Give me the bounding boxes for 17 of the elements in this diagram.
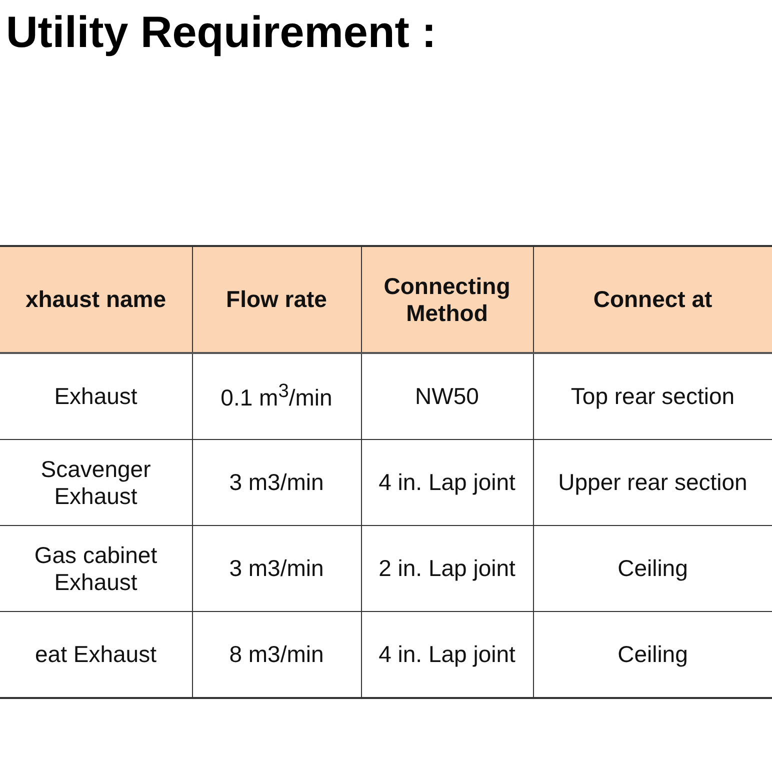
column-header: Flow rate	[192, 246, 361, 353]
column-header: Connecting Method	[361, 246, 533, 353]
table-cell: Scavenger Exhaust	[0, 440, 192, 526]
table-cell: 3 m3/min	[192, 440, 361, 526]
title: Utility Requirement :	[6, 8, 436, 58]
table-cell: 3 m3/min	[192, 526, 361, 612]
table-cell: 8 m3/min	[192, 612, 361, 698]
table-cell: NW50	[361, 353, 533, 440]
table-cell: eat Exhaust	[0, 612, 192, 698]
table-cell: 2 in. Lap joint	[361, 526, 533, 612]
column-header: xhaust name	[0, 246, 192, 353]
table-cell: 4 in. Lap joint	[361, 440, 533, 526]
table-cell: Exhaust	[0, 353, 192, 440]
table-cell: Gas cabinet Exhaust	[0, 526, 192, 612]
table-cell: 0.1 m$^{3}$/min	[192, 353, 361, 440]
column-header: Connect at	[533, 246, 772, 353]
table-cell: 4 in. Lap joint	[361, 612, 533, 698]
